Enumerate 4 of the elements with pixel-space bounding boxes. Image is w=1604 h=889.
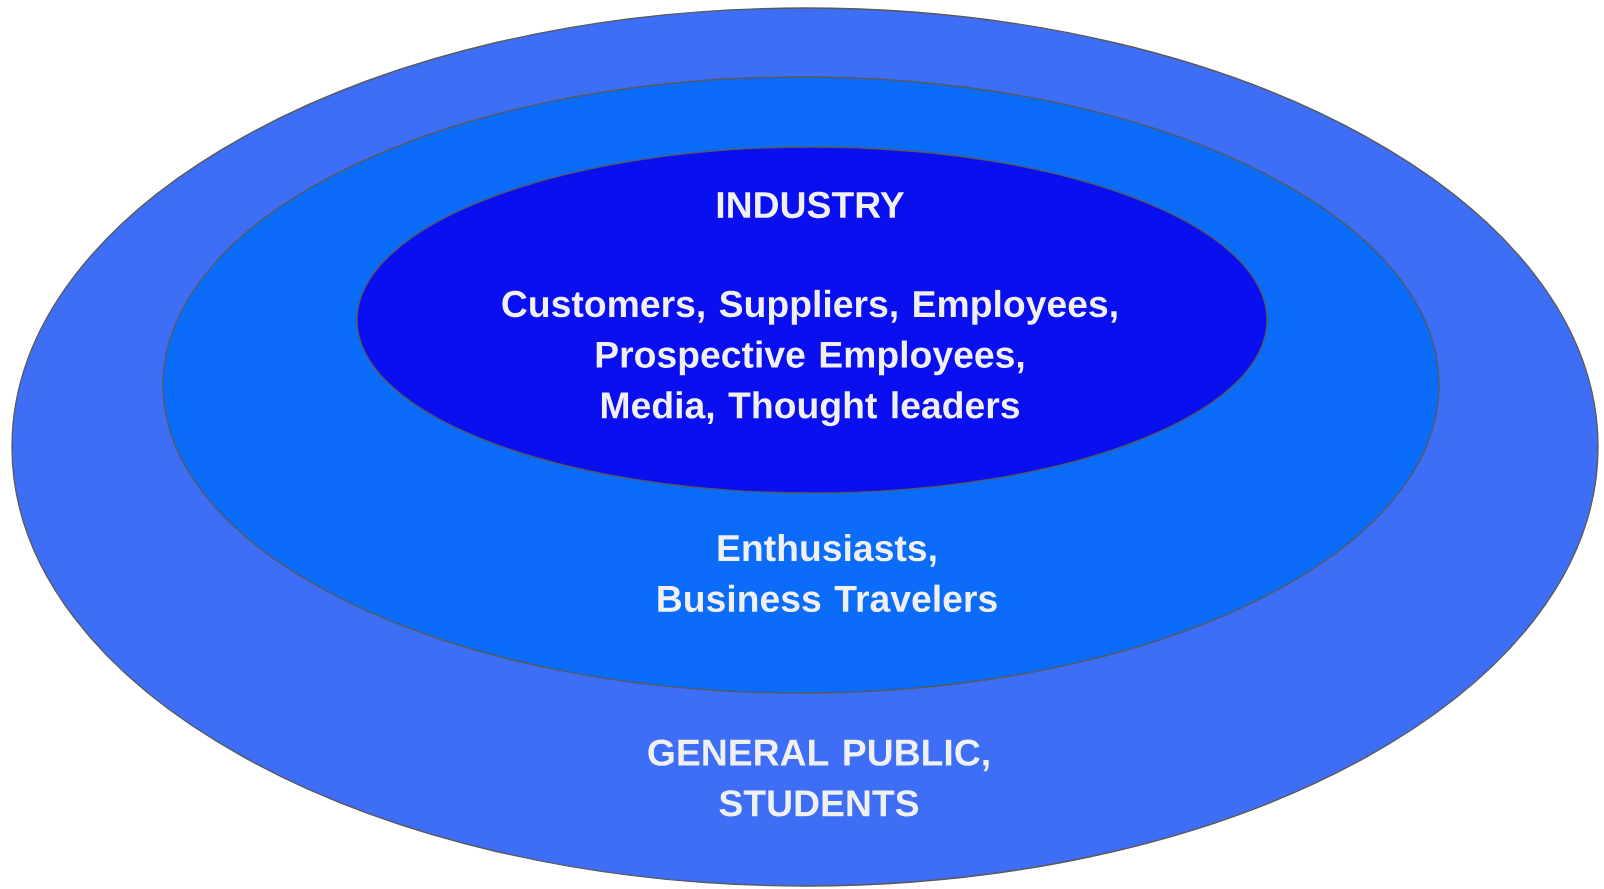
ellipse-label: Customers, Suppliers, Employees, Prospective Employees, Media, Thought leaders [502, 289, 1117, 427]
ellipse-label: GENERAL PUBLIC, STUDENTS [648, 739, 989, 817]
ellipse-label: Enthusiasts, Business Travelers [658, 533, 997, 613]
ellipse-heading: INDUSTRY [717, 191, 905, 219]
